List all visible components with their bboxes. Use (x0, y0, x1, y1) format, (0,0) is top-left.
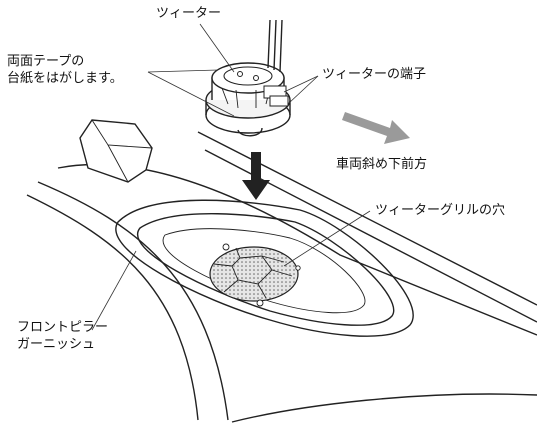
tweeter-terminal-label: ツィーターの端子 (322, 67, 427, 82)
tweeter-unit (205, 19, 291, 137)
install-down-arrow (242, 152, 270, 200)
tweeter-grille-hole-label: ツィーターグリルの穴 (375, 203, 506, 218)
vehicle-direction-label: 車両斜め下前方 (336, 157, 428, 172)
pillar-garnish-label-line2: ガーニッシュ (17, 337, 96, 352)
leader-lines (91, 23, 371, 331)
vehicle-direction-arrow (342, 112, 410, 144)
dash-block-part (79, 119, 153, 183)
tape-backing-label-line1: 両面テープの (7, 54, 85, 69)
tape-backing-label-line2: 台紙をはがします。 (7, 71, 123, 86)
pillar-garnish-label-line1: フロントピラー (17, 320, 109, 335)
tweeter-label: ツィーター (156, 6, 222, 21)
tweeter-grille (209, 243, 301, 307)
